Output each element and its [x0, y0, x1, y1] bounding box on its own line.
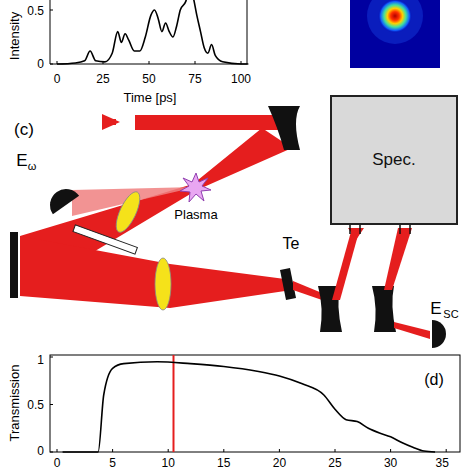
axis-title: Transmission [8, 365, 21, 442]
pulse-plot [50, 0, 248, 64]
axis-title: Intensity [8, 12, 21, 60]
panel-label: (d) [424, 372, 444, 388]
signal-name: E [430, 300, 441, 317]
tick [335, 449, 336, 452]
pulse-curve [57, 0, 248, 64]
tick [223, 449, 224, 452]
signal-name: E [16, 152, 27, 169]
tick-label: 10 [162, 457, 175, 469]
tick [279, 449, 280, 452]
tick [57, 61, 58, 64]
part-name: Te [283, 236, 300, 252]
input-arrow [102, 114, 120, 130]
spectrometer-box: Spec. [330, 95, 458, 225]
tick [112, 449, 113, 452]
plasma-symbol [180, 173, 211, 202]
tick-label: 20 [273, 457, 286, 469]
tick-label: 0 [37, 445, 44, 457]
node-text: Spec. [372, 150, 415, 170]
signal-subscript: SC [443, 309, 458, 320]
tick [446, 449, 447, 452]
tick [168, 449, 169, 452]
beam [384, 228, 412, 290]
tick-label: 0 [54, 457, 61, 469]
tick-label: 50 [142, 73, 155, 85]
axis-title: Time [ps] [124, 91, 177, 104]
detector-e-sc [432, 320, 446, 348]
transmission-curve [63, 362, 436, 452]
lens [111, 189, 144, 236]
tick [241, 61, 242, 64]
panel-label: (c) [14, 121, 34, 138]
input-arrow-shaft [104, 119, 116, 125]
tick-label: 15 [217, 457, 230, 469]
off-axis-parabola [372, 286, 396, 332]
tick-label: 0 [37, 58, 44, 70]
marker-line [173, 355, 175, 452]
transmission-plot [50, 355, 460, 452]
tick-label: 75 [188, 73, 201, 85]
tick [50, 452, 53, 453]
tick-label: 0 [54, 73, 61, 85]
beam [293, 281, 322, 300]
input-beam [135, 115, 282, 130]
tick-label: 100 [231, 73, 251, 85]
tick [57, 449, 58, 452]
tick [103, 61, 104, 64]
tick [50, 404, 53, 405]
tick [149, 61, 150, 64]
axis-frame [50, 0, 247, 64]
mirror [10, 232, 18, 298]
lens [155, 258, 171, 310]
part-name: Plasma [174, 208, 217, 221]
signal-subscript: ω [28, 161, 37, 172]
tick-label: 25 [328, 457, 341, 469]
tick [50, 10, 53, 11]
parabolic-mirror [268, 106, 300, 150]
tick [50, 64, 53, 65]
beam [394, 322, 430, 339]
tick-label: 25 [96, 73, 109, 85]
tick-label: 0.5 [27, 5, 44, 17]
beam-spot [378, 0, 412, 33]
tick [195, 61, 196, 64]
probe-beam [20, 236, 285, 308]
tick-label: 0.5 [27, 399, 44, 411]
tick-label: 30 [384, 457, 397, 469]
tick-label: 35 [436, 457, 449, 469]
tick-label: 5 [109, 457, 116, 469]
tick [50, 357, 53, 358]
beam-halo [367, 0, 423, 44]
tick-label: 1 [37, 354, 44, 366]
tick [390, 449, 391, 452]
axis-frame [50, 355, 460, 452]
window [73, 225, 137, 254]
detector-e-omega [44, 183, 79, 214]
slits [350, 224, 410, 234]
